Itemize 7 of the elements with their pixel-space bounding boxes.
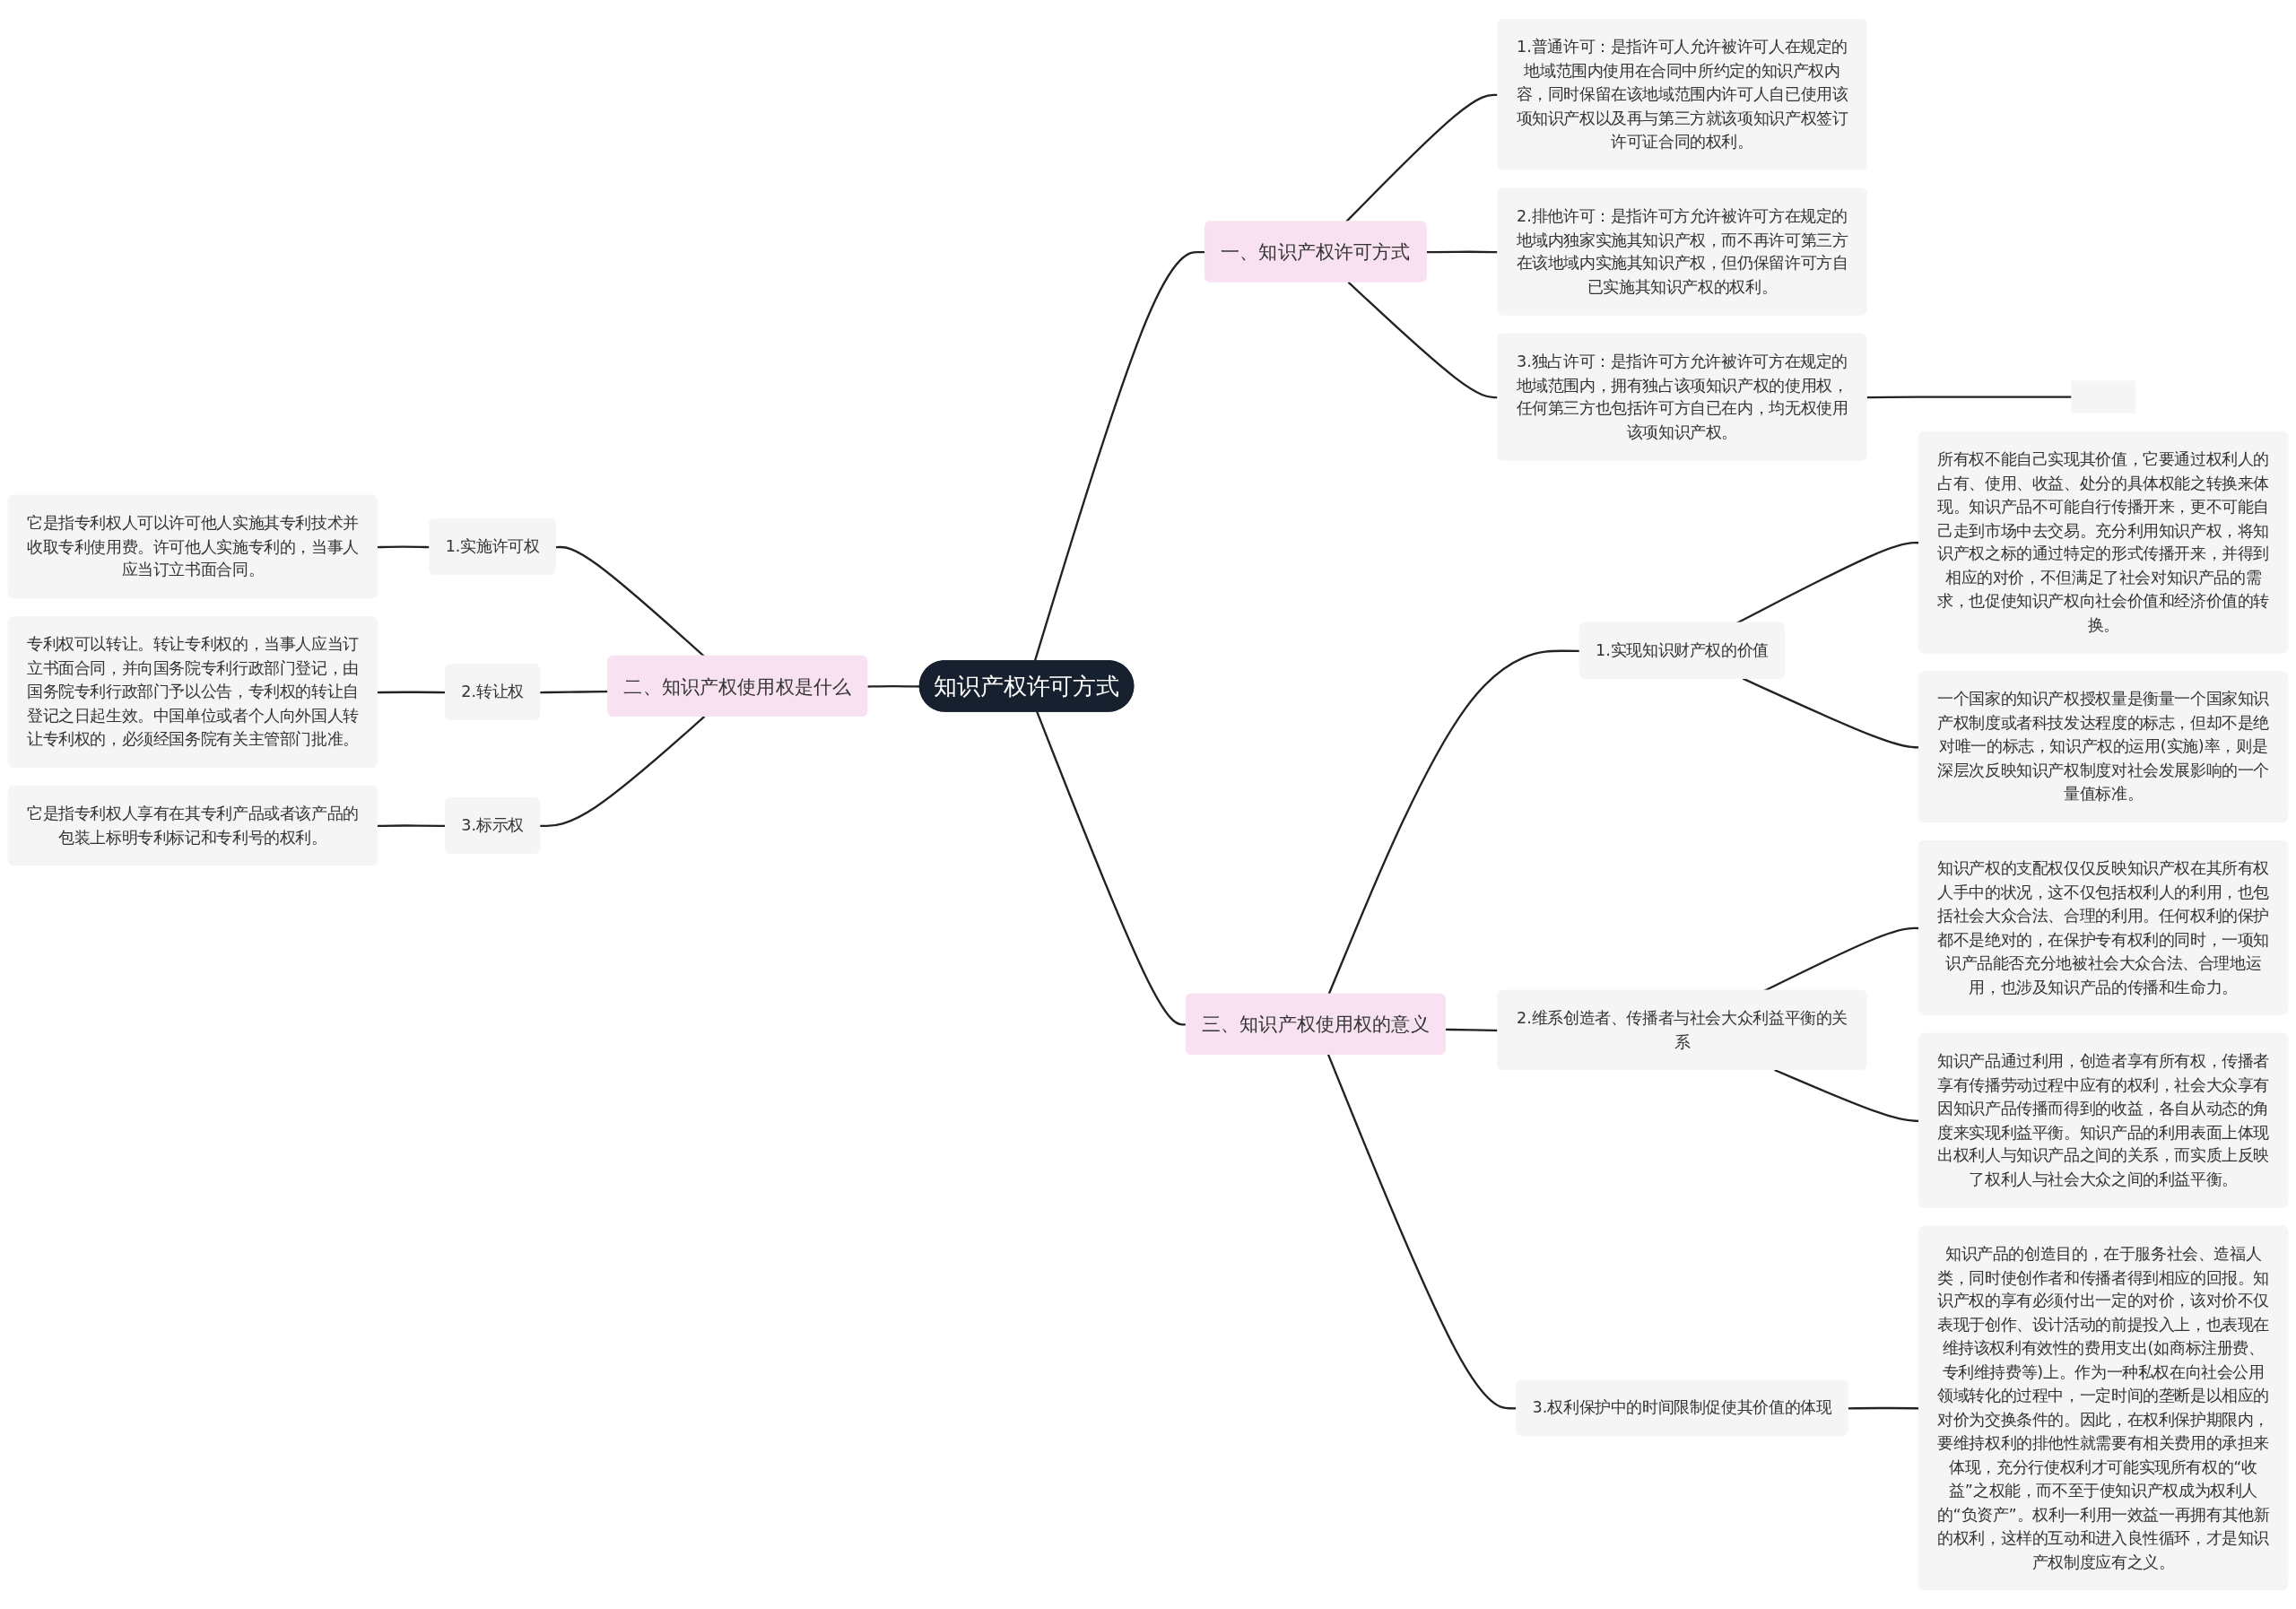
connector [867,684,920,688]
connector [555,545,706,657]
node-box [2071,380,2135,413]
connector [1327,649,1580,996]
connector [377,545,430,549]
connector [540,716,706,828]
connector [1866,396,2072,399]
